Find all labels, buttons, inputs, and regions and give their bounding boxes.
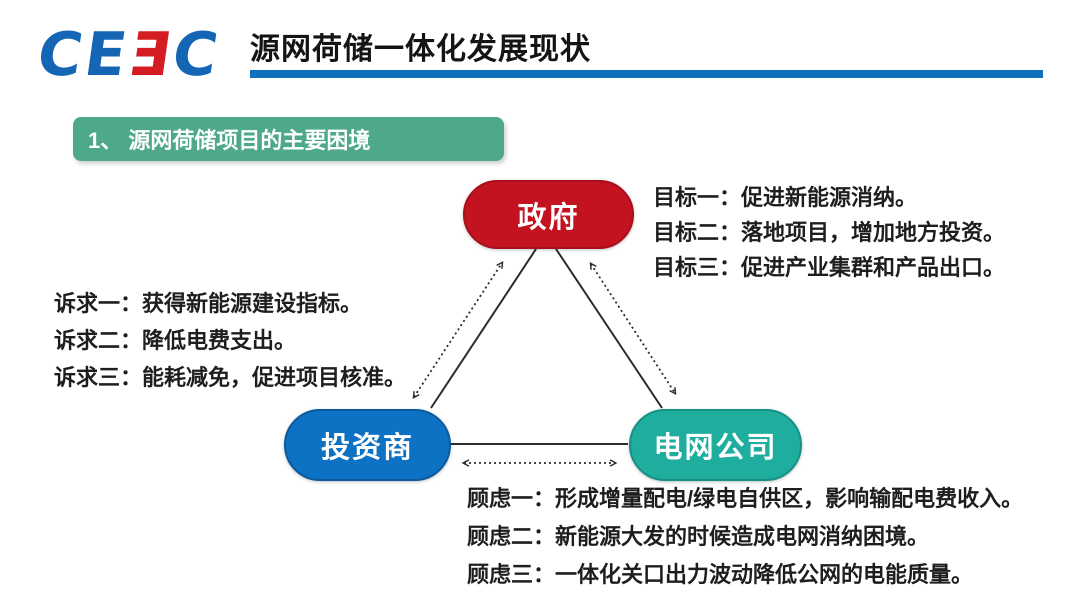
title-underline-bar bbox=[250, 70, 1043, 78]
concern-line: 顾虑一：形成增量配电/绿电自供区，影响输配电费收入。 bbox=[467, 486, 1024, 511]
goal-line: 目标一：促进新能源消纳。 bbox=[653, 185, 918, 210]
logo-letter-c1: C bbox=[33, 20, 90, 90]
demand-line: 诉求一：获得新能源建设指标。 bbox=[54, 291, 363, 316]
concern-line: 顾虑三：一体化关口出力波动降低公网的电能质量。 bbox=[467, 562, 974, 587]
grid-concerns-block: 顾虑一：形成增量配电/绿电自供区，影响输配电费收入。 顾虑二：新能源大发的时候造… bbox=[467, 487, 1023, 601]
slide-title: 源网荷储一体化发展现状 bbox=[250, 33, 591, 66]
node-grid-company: 电网公司 bbox=[629, 409, 802, 481]
edge-investor-government-dotted-arrow bbox=[412, 260, 504, 400]
concern-line: 顾虑二：新能源大发的时候造成电网消纳困境。 bbox=[467, 524, 930, 549]
node-government: 政府 bbox=[463, 180, 634, 249]
edge-investor-government-solid-line bbox=[430, 248, 537, 409]
demand-line: 诉求二：降低电费支出。 bbox=[54, 328, 297, 353]
section-banner: 1、 源网荷储项目的主要困境 bbox=[73, 117, 504, 161]
goal-line: 目标三：促进产业集群和产品出口。 bbox=[653, 255, 1006, 280]
edge-government-grid-solid-line bbox=[555, 248, 663, 409]
node-government-label: 政府 bbox=[517, 201, 580, 234]
node-grid-company-label: 电网公司 bbox=[653, 432, 778, 464]
government-goals-block: 目标一：促进新能源消纳。 目标二：落地项目，增加地方投资。 目标三：促进产业集群… bbox=[653, 186, 1005, 291]
goal-line: 目标二：落地项目，增加地方投资。 bbox=[653, 220, 1006, 245]
logo-letter-c2: C bbox=[168, 20, 226, 90]
node-investor: 投资商 bbox=[284, 409, 451, 481]
ceec-logo: C E Ǝ C bbox=[33, 20, 226, 90]
section-banner-label: 1、 源网荷储项目的主要困境 bbox=[88, 128, 371, 153]
demand-line: 诉求三：能耗减免，促进项目核准。 bbox=[54, 365, 407, 390]
node-investor-label: 投资商 bbox=[320, 432, 414, 464]
investor-demands-block: 诉求一：获得新能源建设指标。 诉求二：降低电费支出。 诉求三：能耗减免，促进项目… bbox=[54, 292, 406, 403]
